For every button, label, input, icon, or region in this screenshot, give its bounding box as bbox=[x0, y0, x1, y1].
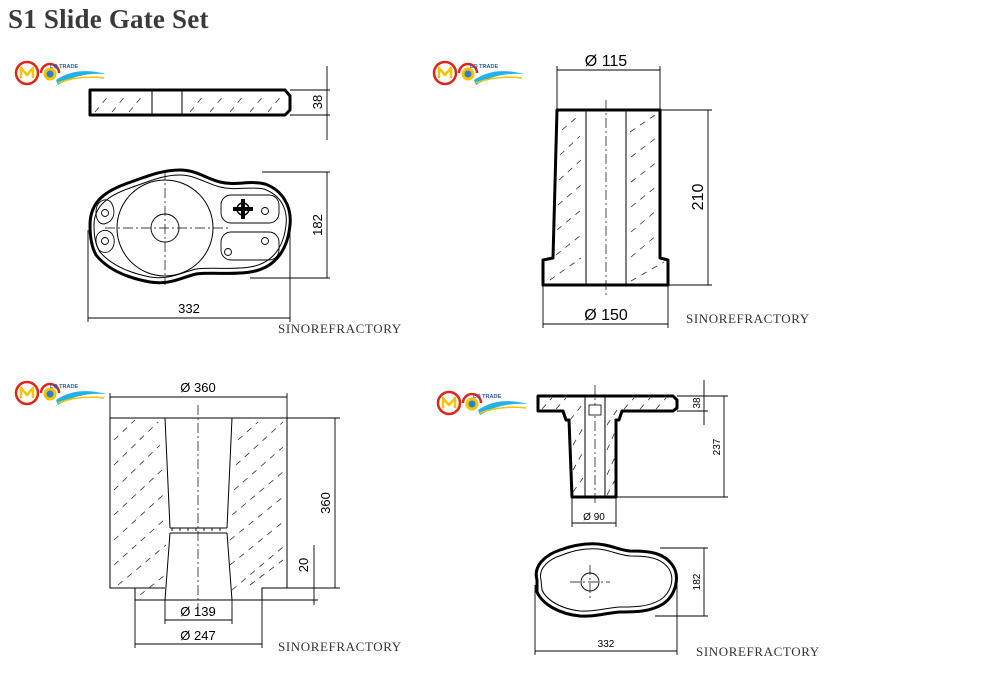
nozzle-plate-top-view bbox=[534, 542, 678, 618]
dim-label: 332 bbox=[598, 639, 615, 650]
dimension-step: 20 bbox=[262, 545, 318, 605]
dimension-nozzle-plate-length: 332 bbox=[534, 580, 678, 655]
nozzle-plate-drawing: 38 237 Ø 90 182 bbox=[534, 380, 728, 655]
dimension-bottom-diameter: Ø 150 bbox=[542, 285, 669, 328]
page-title: S1 Slide Gate Set bbox=[8, 4, 209, 34]
dim-label: 237 bbox=[712, 438, 723, 455]
dimension-nozzle-diameter: Ø 90 bbox=[571, 497, 617, 527]
brand-logo-bottom-left: LQ TRADE bbox=[14, 380, 108, 407]
watermark: SINOREFRACTORY bbox=[278, 639, 402, 654]
upper-nozzle-drawing: Ø 115 210 Ø 150 bbox=[541, 53, 712, 328]
dimension-nozzle-plate-thickness: 38 bbox=[677, 380, 708, 425]
dim-label: 20 bbox=[296, 558, 311, 572]
dim-label: 210 bbox=[690, 184, 707, 211]
brand-trade-label: LQ TRADE bbox=[50, 64, 78, 70]
dim-label: 182 bbox=[692, 573, 703, 590]
brand-logo-top-right: LQ TRADE bbox=[432, 60, 526, 87]
dim-label: Ø 115 bbox=[585, 53, 628, 70]
dimension-top-diameter: Ø 115 bbox=[556, 53, 661, 110]
dim-label: 182 bbox=[310, 214, 325, 236]
dimension-plate-thickness: 38 bbox=[290, 66, 330, 140]
dim-label: Ø 150 bbox=[584, 307, 628, 324]
dimension-nozzle-plate-width: 182 bbox=[655, 547, 708, 617]
brand-trade-label: LQ TRADE bbox=[473, 394, 501, 400]
dimension-outer-diameter: Ø 360 bbox=[109, 380, 288, 418]
slide-plate-drawing: 38 bbox=[87, 66, 330, 322]
dim-label: 360 bbox=[318, 492, 333, 514]
dimension-base-diameter: Ø 247 bbox=[134, 600, 263, 648]
watermark: SINOREFRACTORY bbox=[278, 321, 402, 336]
brand-logo-bottom-right: LQ TRADE bbox=[436, 390, 530, 417]
dim-label: Ø 90 bbox=[583, 512, 605, 523]
dimension-plate-length: 332 bbox=[87, 225, 291, 322]
dim-label: Ø 139 bbox=[180, 604, 215, 619]
dimension-block-height: 360 bbox=[287, 417, 340, 589]
nozzle-plate-side-section bbox=[536, 385, 679, 505]
dim-label: 38 bbox=[692, 397, 703, 409]
dimension-bore-diameter: Ø 139 bbox=[164, 600, 233, 624]
dim-label: Ø 360 bbox=[180, 380, 215, 395]
dimension-total-height: 237 bbox=[616, 395, 728, 498]
slide-plate-top-view bbox=[88, 168, 292, 285]
dim-label: 38 bbox=[310, 95, 325, 109]
brand-trade-label: LQ TRADE bbox=[50, 384, 78, 390]
dimension-nozzle-height: 210 bbox=[660, 109, 712, 286]
watermark: SINOREFRACTORY bbox=[686, 311, 810, 326]
dim-label: 332 bbox=[178, 301, 200, 316]
brand-logo-top-left: LQ TRADE bbox=[14, 60, 108, 87]
slide-plate-side-section bbox=[88, 88, 292, 117]
watermark: SINOREFRACTORY bbox=[696, 644, 820, 659]
brand-trade-label: LQ TRADE bbox=[470, 64, 498, 70]
dim-label: Ø 247 bbox=[180, 628, 215, 643]
well-block-drawing: Ø 360 360 20 Ø 139 Ø 247 bbox=[109, 380, 340, 648]
